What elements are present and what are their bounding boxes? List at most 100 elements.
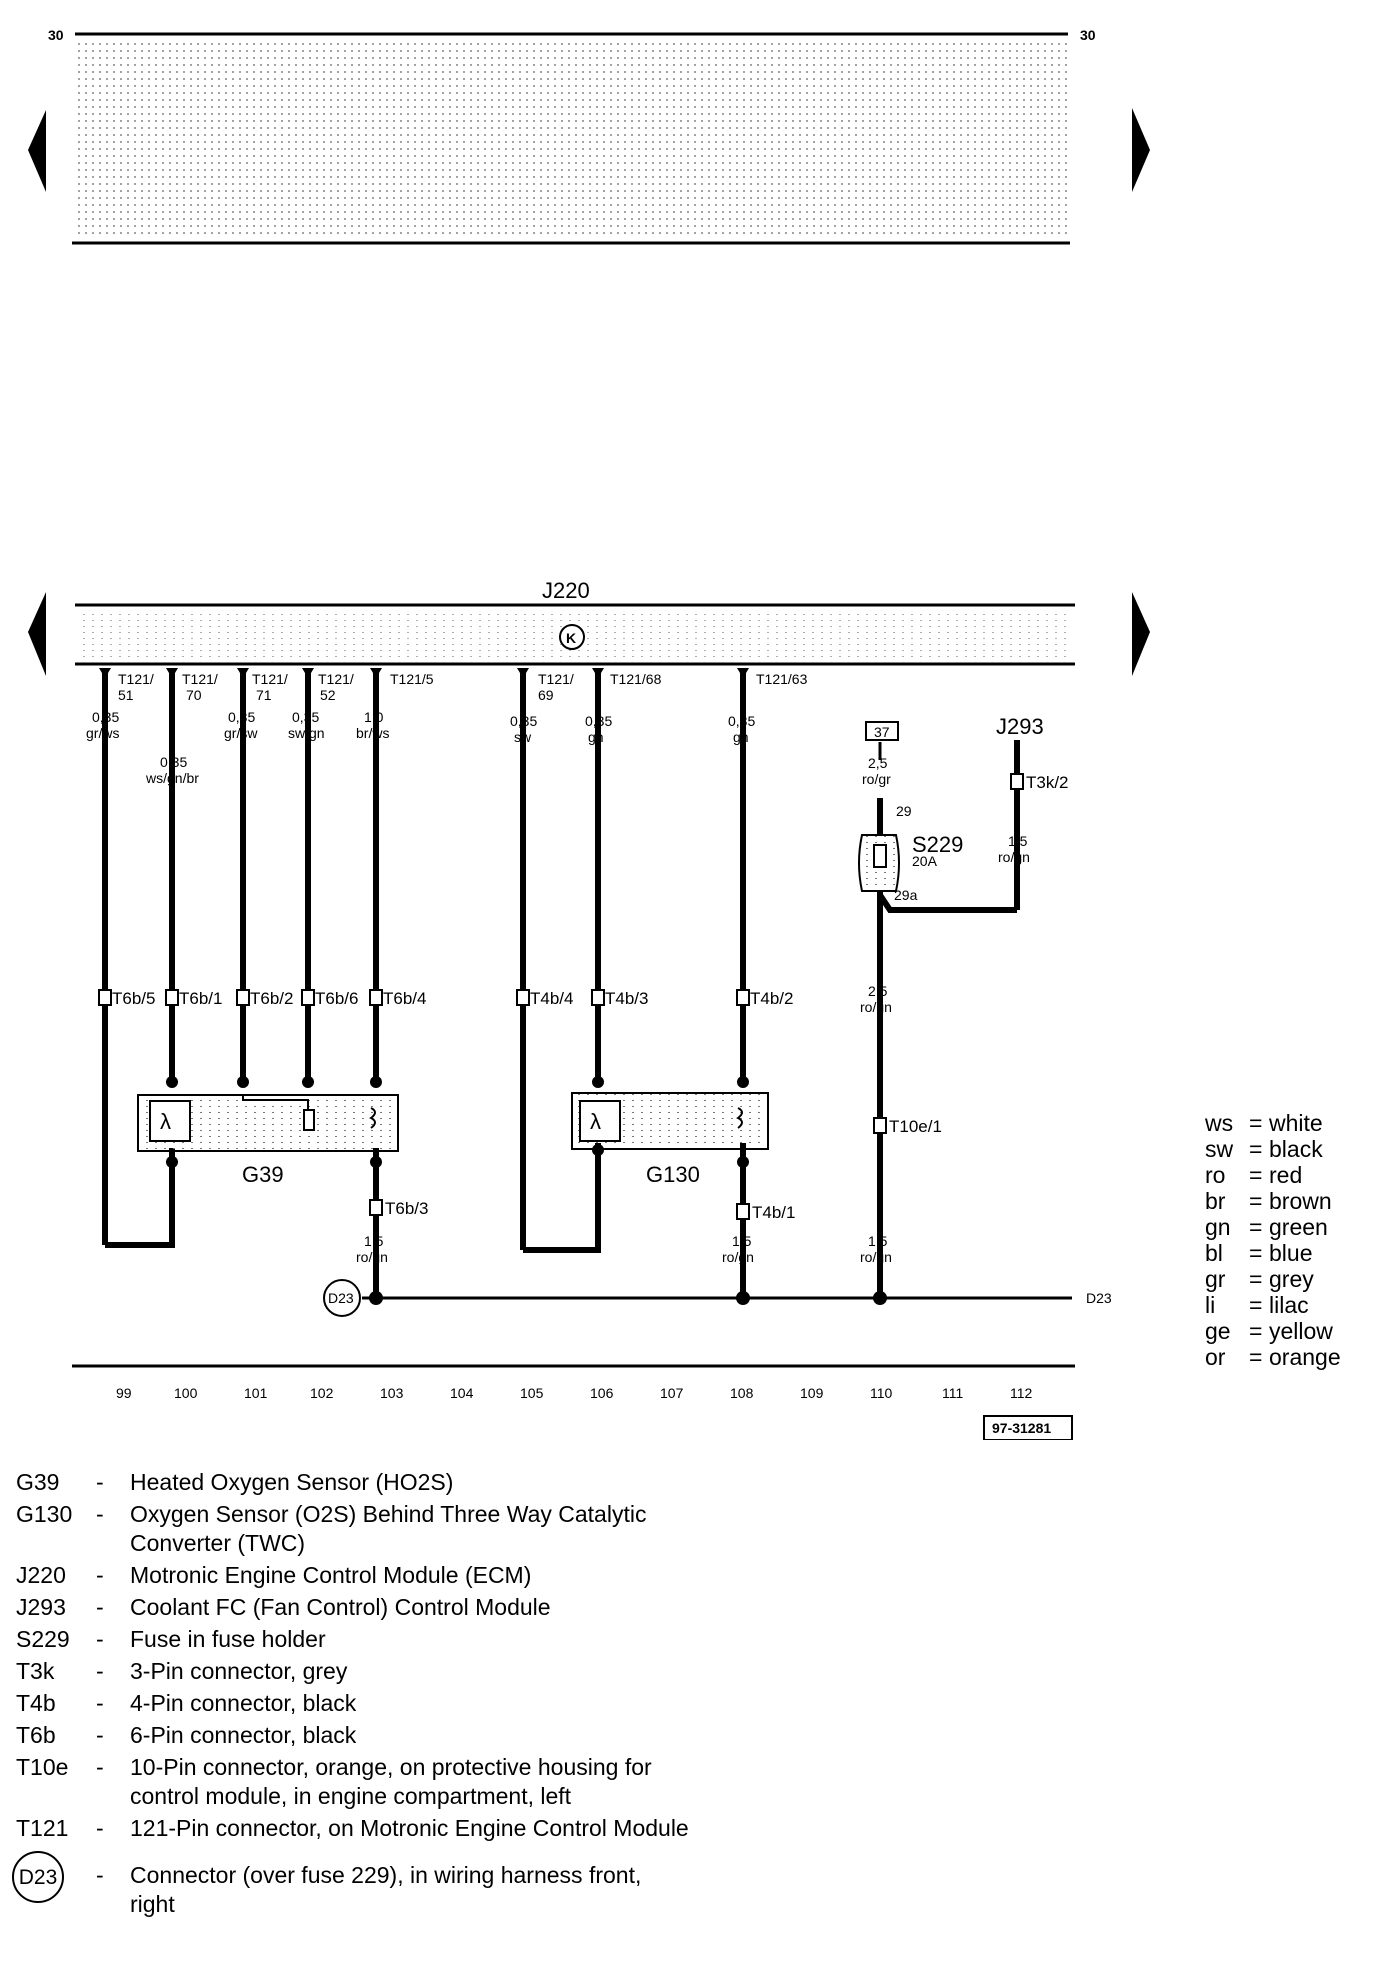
- wire-color: ro/gn: [722, 1249, 754, 1265]
- legend-name: orange: [1269, 1344, 1341, 1370]
- legend-code: ws: [1205, 1110, 1234, 1136]
- lambda-icon: λ: [160, 1109, 171, 1134]
- description-code: T3k: [16, 1658, 55, 1684]
- legend-equals: =: [1249, 1266, 1263, 1292]
- component-descriptions: G39-Heated Oxygen Sensor (HO2S)G130-Oxyg…: [12, 1468, 916, 1922]
- description-row: G130-Oxygen Sensor (O2S) Behind Three Wa…: [16, 1500, 916, 1558]
- wire-size: 0,35: [228, 709, 255, 725]
- wire-color: gr/ws: [86, 725, 119, 741]
- wire-size: 1,5: [364, 1233, 384, 1249]
- legend-name: white: [1269, 1110, 1323, 1136]
- wire-color: ro/gn: [356, 1249, 388, 1265]
- connector-label: T4b/1: [752, 1203, 795, 1222]
- description-code: T10e: [16, 1754, 69, 1780]
- legend-code: gr: [1205, 1266, 1226, 1292]
- scroll-left-arrow[interactable]: [28, 592, 46, 676]
- connector-label: T6b/5: [112, 989, 155, 1008]
- track-number: 104: [450, 1385, 474, 1401]
- legend-row: or=orange: [1205, 1344, 1341, 1370]
- pin-label: T121/: [318, 671, 354, 687]
- legend-code: sw: [1205, 1136, 1234, 1162]
- pin-label: 51: [118, 687, 134, 703]
- description-text: 10-Pin connector, orange, on protective …: [130, 1754, 652, 1809]
- legend-code: bl: [1205, 1240, 1223, 1266]
- legend-name: yellow: [1269, 1318, 1333, 1344]
- description-dash: -: [96, 1754, 104, 1780]
- wire-size: 2,5: [868, 755, 888, 771]
- connector-label: T6b/3: [385, 1199, 428, 1218]
- wiring-diagram: 30 30 J220 K T121/51 T121/70 T121/71 T12…: [28, 27, 1150, 1440]
- description-code: G39: [16, 1469, 60, 1495]
- wire-size: 1,5: [1008, 833, 1028, 849]
- legend-equals: =: [1249, 1214, 1263, 1240]
- track-number: 106: [590, 1385, 614, 1401]
- track-number: 110: [870, 1385, 893, 1401]
- legend-code: br: [1205, 1188, 1226, 1214]
- wires: [102, 672, 1020, 1298]
- description-code: J220: [16, 1562, 66, 1588]
- description-text: 3-Pin connector, grey: [130, 1658, 348, 1684]
- legend-equals: =: [1249, 1240, 1263, 1266]
- description-row: J220-Motronic Engine Control Module (ECM…: [16, 1561, 916, 1590]
- legend-name: brown: [1269, 1188, 1332, 1214]
- legend-row: bl=blue: [1205, 1240, 1341, 1266]
- connector-label: T6b/2: [250, 989, 293, 1008]
- description-dash: -: [96, 1722, 104, 1748]
- description-row: T6b-6-Pin connector, black: [16, 1721, 916, 1750]
- description-row-d23: D23-Connector (over fuse 229), in wiring…: [12, 1851, 916, 1919]
- track-number: 111: [942, 1385, 963, 1401]
- scroll-left-arrow-top[interactable]: [28, 110, 46, 192]
- track-number: 100: [174, 1385, 198, 1401]
- wire-size: 0,35: [510, 713, 537, 729]
- pin-label: 69: [538, 687, 554, 703]
- connector-d23: D23 D23: [323, 1279, 1112, 1317]
- wire-size: 1,0: [364, 709, 384, 725]
- top-strip: 30 30: [28, 27, 1150, 245]
- connector-label: T6b/4: [383, 989, 426, 1008]
- description-code: G130: [16, 1501, 73, 1527]
- legend-code: li: [1205, 1292, 1216, 1318]
- wire-color: ws/gn/br: [145, 770, 199, 786]
- legend-equals: =: [1249, 1292, 1263, 1318]
- wire-size: 0,35: [160, 754, 187, 770]
- description-row: S229-Fuse in fuse holder: [16, 1625, 916, 1654]
- wire-color: sw: [514, 729, 532, 745]
- wire-color: gr/sw: [224, 725, 258, 741]
- track-number: 102: [310, 1385, 334, 1401]
- pin-label: 52: [320, 687, 336, 703]
- pin-label: 71: [256, 687, 272, 703]
- description-dash: -: [96, 1469, 104, 1495]
- scroll-right-arrow-top[interactable]: [1132, 108, 1150, 192]
- module-label-j220: J220: [542, 578, 590, 603]
- description-code: J293: [16, 1594, 66, 1620]
- d23-label: D23: [328, 1290, 354, 1306]
- description-text: 6-Pin connector, black: [130, 1722, 357, 1748]
- pin-label: T121/: [538, 671, 574, 687]
- pin-29-label: 29: [896, 803, 912, 819]
- pin-label: T121/: [252, 671, 288, 687]
- description-code: S229: [16, 1626, 70, 1652]
- description-text: Coolant FC (Fan Control) Control Module: [130, 1594, 551, 1620]
- legend-code: ge: [1205, 1318, 1231, 1344]
- description-row: G39-Heated Oxygen Sensor (HO2S): [16, 1468, 916, 1497]
- wire-size: 1,5: [732, 1233, 752, 1249]
- description-row: J293-Coolant FC (Fan Control) Control Mo…: [16, 1593, 916, 1622]
- sensor-g39: λ G39: [137, 1094, 399, 1187]
- description-code: T121: [16, 1815, 69, 1841]
- description-row: T10e -10-Pin connector, orange, on protec…: [16, 1753, 916, 1811]
- scroll-right-arrow[interactable]: [1132, 592, 1150, 676]
- lambda-icon: λ: [590, 1109, 601, 1134]
- legend-equals: =: [1249, 1318, 1263, 1344]
- description-dash: -: [96, 1658, 104, 1684]
- wire-color: ro/gn: [860, 999, 892, 1015]
- description-dash: -: [96, 1862, 104, 1888]
- track-number: 99: [116, 1385, 132, 1401]
- legend-code: ro: [1205, 1162, 1226, 1188]
- legend-name: red: [1269, 1162, 1303, 1188]
- description-dash: -: [96, 1626, 104, 1652]
- connector-label: T10e/1: [889, 1117, 942, 1136]
- connector-label: T6b/1: [179, 989, 222, 1008]
- control-module-bar: J220 K: [28, 578, 1150, 676]
